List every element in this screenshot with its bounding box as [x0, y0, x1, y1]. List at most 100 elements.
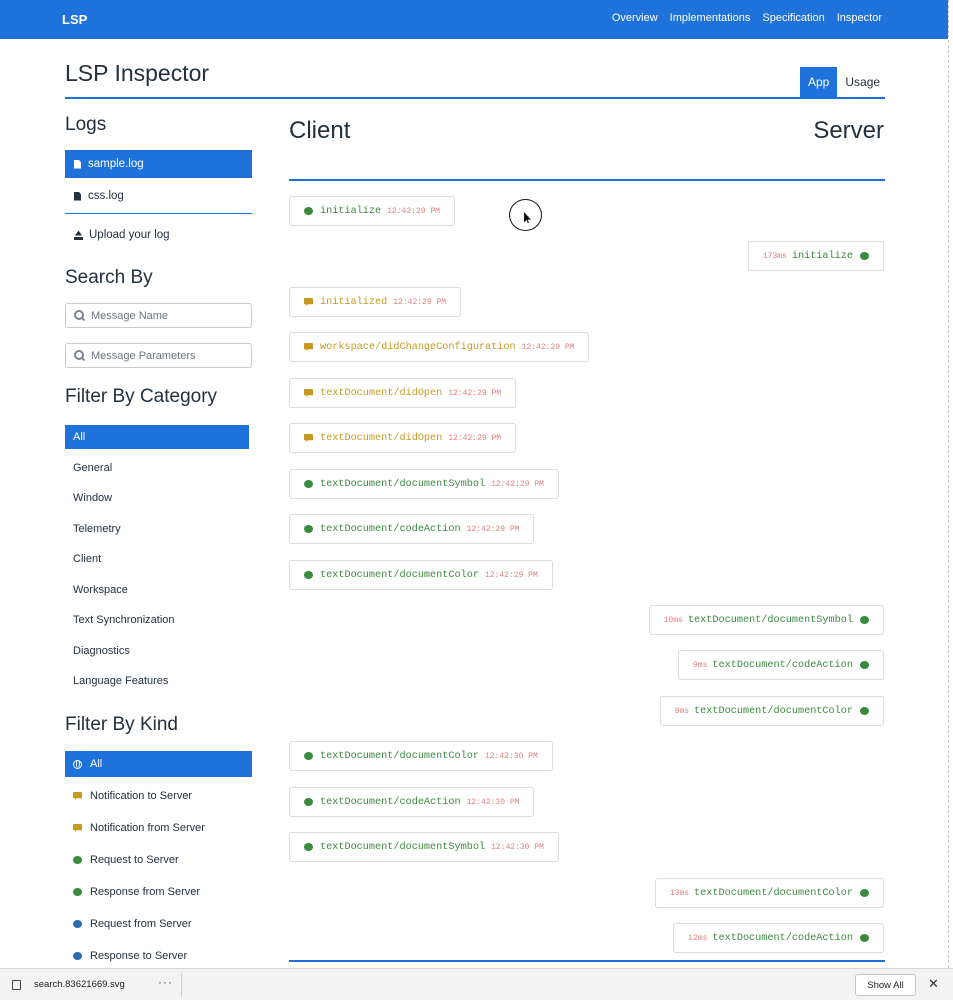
message-name: textDocument/codeAction [320, 523, 461, 535]
kind-heading: Filter By Kind [65, 714, 178, 735]
category-heading: Filter By Category [65, 386, 218, 407]
message-row[interactable]: 9ms textDocument/codeAction [677, 650, 884, 680]
page-title: LSP Inspector [65, 60, 210, 86]
search-heading: Search By [65, 267, 153, 288]
category-window[interactable]: Window [73, 492, 113, 504]
upload-icon [74, 231, 83, 240]
message-row[interactable]: textDocument/documentSymbol 12:42:30 PM [289, 832, 559, 862]
window-edge [948, 0, 953, 968]
message-name: initialize [791, 250, 853, 262]
category-workspace[interactable]: Workspace [73, 584, 128, 596]
show-all-button[interactable]: Show All [855, 974, 916, 996]
message-row[interactable]: textDocument/didOpen 12:42:29 PM [289, 378, 517, 408]
log-item-label: sample.log [88, 158, 144, 170]
message-time: 12:42:30 PM [466, 797, 520, 807]
client-heading: Client [289, 117, 351, 144]
cursor-highlight [509, 199, 542, 231]
category-language-features[interactable]: Language Features [73, 675, 169, 687]
nav-link-implementations[interactable]: Implementations [669, 12, 751, 24]
message-name: textDocument/documentColor [694, 705, 853, 717]
kind-response-to-server[interactable]: Response to Server [65, 943, 252, 969]
request-icon [304, 843, 313, 851]
message-row[interactable]: 9ms textDocument/documentColor [659, 696, 884, 726]
kind-notification-to-server[interactable]: Notification to Server [65, 783, 252, 809]
category-all[interactable]: All [65, 425, 249, 449]
file-icon [74, 159, 81, 169]
message-time: 12:42:30 PM [484, 751, 538, 761]
message-duration: 13ms [669, 888, 690, 898]
search-message-name-input[interactable] [91, 309, 241, 322]
message-row[interactable]: initialized 12:42:29 PM [289, 287, 462, 317]
request-icon [304, 525, 313, 533]
kind-request-to-server[interactable]: Request to Server [65, 847, 252, 873]
category-general[interactable]: General [73, 462, 113, 474]
message-row[interactable]: textDocument/codeAction 12:42:30 PM [289, 787, 535, 817]
category-client[interactable]: Client [73, 553, 102, 565]
close-icon[interactable]: ✕ [928, 976, 939, 991]
search-icon [74, 350, 85, 361]
nav-link-specification[interactable]: Specification [762, 12, 825, 24]
globe-icon [73, 759, 82, 769]
timeline-top-divider [289, 179, 885, 181]
tab-app[interactable]: App [800, 67, 838, 97]
message-duration: 9ms [692, 660, 708, 670]
message-time: 12:42:29 PM [448, 433, 502, 443]
kind-all[interactable]: All [65, 751, 252, 777]
message-time: 12:42:29 PM [466, 524, 520, 534]
request-icon [73, 856, 82, 864]
log-item-css[interactable]: css.log [65, 182, 252, 210]
message-row[interactable]: 12ms textDocument/codeAction [673, 923, 884, 953]
response-icon [860, 707, 869, 715]
request-icon [304, 798, 313, 806]
log-item-sample[interactable]: sample.log [65, 150, 252, 178]
message-row[interactable]: 10ms textDocument/documentSymbol [648, 605, 884, 635]
message-time: 12:42:30 PM [491, 842, 544, 852]
brand-logo[interactable]: LSP [62, 12, 88, 27]
download-file-name[interactable]: search.83621669.svg [34, 979, 125, 990]
kind-label: All [90, 758, 103, 770]
message-row[interactable]: textDocument/codeAction 12:42:29 PM [289, 514, 535, 544]
message-duration: 12ms [688, 933, 708, 943]
message-row[interactable]: initialize 12:42:29 PM [289, 196, 455, 226]
timeline-bottom-divider [289, 960, 885, 962]
message-name: initialized [320, 296, 388, 308]
message-row[interactable]: textDocument/didOpen 12:42:29 PM [289, 423, 517, 453]
message-name: textDocument/didOpen [320, 432, 443, 444]
kind-request-from-server[interactable]: Request from Server [65, 911, 252, 937]
nav-link-overview[interactable]: Overview [611, 12, 658, 24]
message-row[interactable]: textDocument/documentColor 12:42:29 PM [289, 560, 553, 590]
tab-usage[interactable]: Usage [845, 75, 881, 89]
message-name: textDocument/codeAction [712, 932, 853, 944]
message-duration: 9ms [674, 706, 690, 716]
message-name: textDocument/documentSymbol [320, 841, 486, 853]
download-more-icon[interactable]: ··· [158, 975, 173, 989]
message-duration: 173ms [762, 251, 787, 261]
notification-icon [304, 343, 313, 351]
search-message-params-input[interactable] [91, 349, 241, 362]
kind-label: Request from Server [90, 918, 192, 930]
nav-link-inspector[interactable]: Inspector [836, 12, 882, 24]
search-params-box [65, 343, 252, 368]
message-row[interactable]: workspace/didChangeConfiguration 12:42:2… [289, 332, 590, 362]
category-text-synchronization[interactable]: Text Synchronization [73, 614, 175, 626]
message-duration: 10ms [663, 615, 683, 625]
message-time: 12:42:29 PM [448, 388, 502, 398]
kind-notification-from-server[interactable]: Notification from Server [65, 815, 252, 841]
request-icon [304, 752, 313, 760]
category-telemetry[interactable]: Telemetry [73, 523, 121, 535]
message-time: 12:42:29 PM [387, 206, 440, 216]
request-icon [73, 920, 82, 928]
upload-log-button[interactable]: Upload your log [74, 229, 170, 241]
kind-response-from-server[interactable]: Response from Server [65, 879, 252, 905]
message-row[interactable]: 13ms textDocument/documentColor [654, 878, 884, 908]
message-time: 12:42:29 PM [491, 479, 544, 489]
message-row[interactable]: 173ms initialize [747, 241, 884, 271]
message-row[interactable]: textDocument/documentSymbol 12:42:29 PM [289, 469, 559, 499]
search-icon [74, 310, 85, 321]
message-row[interactable]: textDocument/documentColor 12:42:30 PM [289, 741, 553, 771]
download-divider [181, 973, 182, 997]
message-name: textDocument/didOpen [320, 387, 443, 399]
message-name: textDocument/documentColor [694, 887, 853, 899]
category-diagnostics[interactable]: Diagnostics [73, 645, 130, 657]
message-time: 12:42:29 PM [521, 342, 575, 352]
